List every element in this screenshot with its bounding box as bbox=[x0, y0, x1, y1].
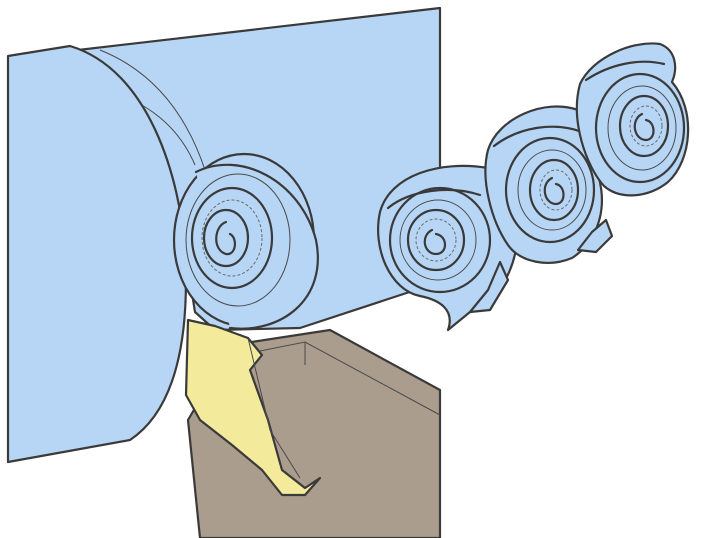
spiral-chip-3 bbox=[577, 43, 688, 195]
